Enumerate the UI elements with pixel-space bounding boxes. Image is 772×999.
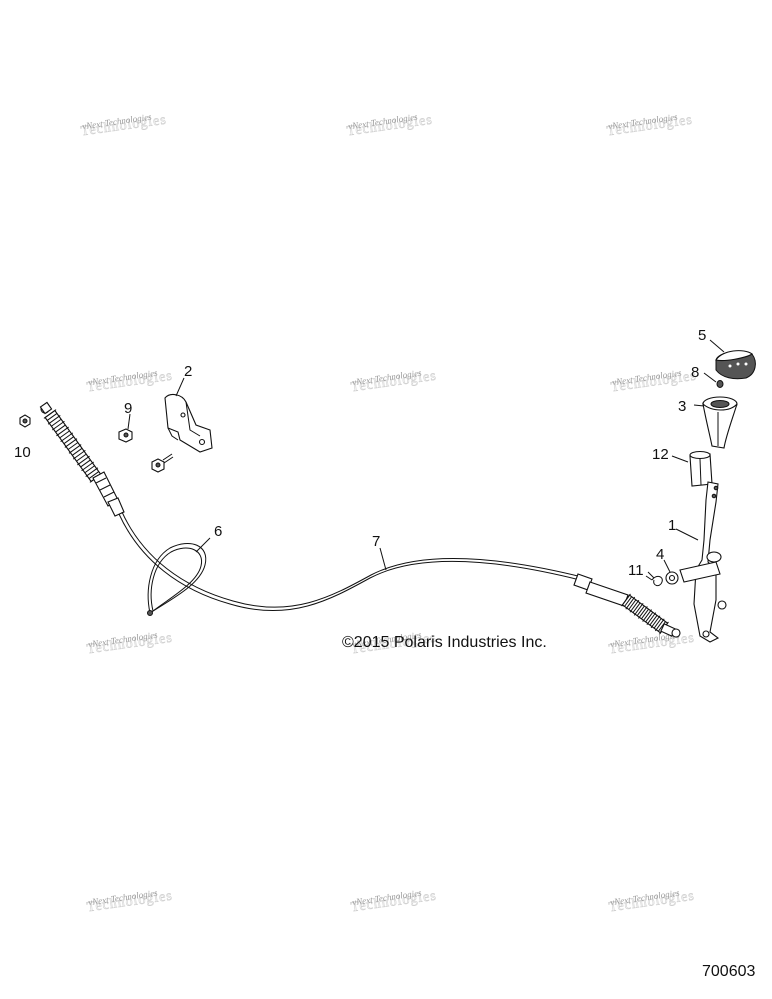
watermark: Technologies vNext Technologies [86, 888, 174, 916]
bellows-ring [625, 596, 636, 610]
bellows-ring [56, 426, 69, 437]
watermark: Technologies vNext Technologies [608, 888, 696, 916]
bellows-ring [85, 467, 99, 477]
bellows-ring [72, 447, 83, 456]
callout-2: 2 [184, 363, 192, 380]
callout-4: 4 [656, 546, 664, 563]
bellows-ring [629, 599, 640, 613]
bellows-ring [642, 609, 652, 622]
bellows-ring [649, 615, 658, 626]
callout-8: 8 [691, 364, 699, 381]
bellows-ring [633, 602, 644, 616]
copyright-text: ©2015 Polaris Industries Inc. [342, 634, 547, 651]
watermark: Technologies vNext Technologies [608, 630, 696, 658]
part-2-bracket [164, 393, 213, 453]
bellows-ring [621, 593, 631, 607]
bellows-ring [60, 432, 74, 443]
watermark: Technologies vNext Technologies [350, 888, 438, 916]
bellows-ring [81, 461, 95, 472]
bellows-ring [628, 599, 637, 610]
watermark: Technologies vNext Technologies [86, 368, 174, 396]
callout-7: 7 [372, 533, 380, 550]
part-7-cable [118, 511, 629, 612]
bellows-ring [653, 618, 662, 629]
part-3-shift-boot [702, 396, 738, 449]
cable-left-end [39, 401, 125, 517]
cable-right-end [621, 593, 681, 638]
bellows-ring [55, 424, 66, 433]
part-1-shift-lever [679, 481, 727, 643]
bellows-ring [51, 418, 62, 427]
bellows-ring [657, 621, 666, 632]
part-10-nut [19, 414, 31, 428]
watermark: Technologies vNext Technologies [346, 112, 434, 140]
bellows-ring [67, 442, 79, 450]
part-5-shift-knob [715, 350, 756, 380]
part-9-bolt [118, 428, 133, 443]
bellows-ring [641, 608, 649, 620]
part-6-cable-loop [147, 543, 207, 616]
bellows-ring [76, 453, 87, 462]
watermark: Technologies vNext Technologies [350, 368, 438, 396]
callout-10: 10 [14, 444, 31, 461]
bellows-ring [72, 449, 86, 460]
bellows-ring [636, 605, 645, 617]
bellows-ring [84, 465, 95, 474]
bellows-boot-left [43, 409, 103, 483]
bellows-ring [46, 413, 58, 421]
callout-9: 9 [124, 400, 132, 417]
callout-5: 5 [698, 327, 706, 344]
callout-1: 1 [668, 517, 676, 534]
watermark: Technologies vNext Technologies [606, 112, 694, 140]
watermark: Technologies vNext Technologies [86, 630, 174, 658]
callout-6: 6 [214, 523, 222, 540]
document-number: 700603 [702, 963, 755, 980]
part-11-clip [645, 575, 663, 587]
bellows-ring [650, 615, 661, 629]
bellows-ring [51, 420, 65, 431]
part-8-screw [716, 380, 724, 388]
watermark: Technologies vNext Technologies [610, 368, 698, 396]
bellows-ring [624, 596, 633, 607]
bracket-bolt [151, 453, 174, 473]
bellows-ring [47, 415, 61, 425]
bellows-ring [645, 611, 654, 623]
part-4-washer [665, 571, 679, 585]
bellows-ring [638, 606, 648, 619]
bellows-ring [646, 612, 657, 626]
leader-lines [127, 339, 725, 579]
watermark: Technologies vNext Technologies [80, 112, 168, 140]
bellows-ring [59, 430, 70, 439]
bellows-ring [43, 409, 57, 419]
part-12-sleeve [689, 450, 713, 487]
bellows-ring [68, 444, 82, 454]
bellows-boot-right [621, 593, 669, 635]
bellows-ring [88, 471, 100, 479]
bellows-ring [77, 455, 90, 466]
bellows-ring [632, 602, 641, 613]
bellows-ring [63, 436, 74, 445]
bellows-ring [80, 459, 91, 468]
callout-11: 11 [628, 562, 644, 579]
callout-12: 12 [652, 446, 669, 463]
bellows-ring [64, 438, 78, 448]
callout-3: 3 [678, 398, 686, 415]
bellows-ring [654, 618, 665, 632]
